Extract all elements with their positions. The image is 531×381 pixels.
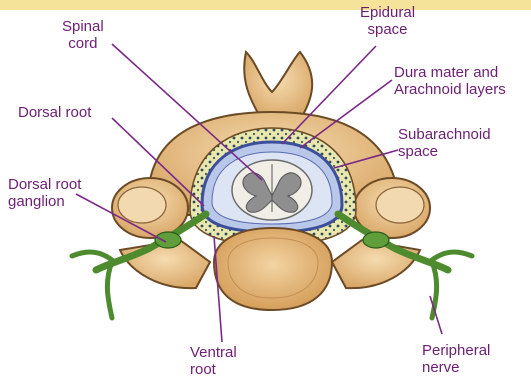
label-dorsal-root: Dorsal root [18, 104, 91, 121]
label-subarachnoid-space: Subarachnoid space [398, 126, 491, 160]
spinous-process [244, 52, 312, 120]
right-dorsal-root-ganglion [363, 232, 389, 248]
label-dura-arachnoid: Dura mater and Arachnoid layers [394, 64, 506, 98]
label-ventral-root: Ventral root [190, 344, 237, 378]
label-peripheral-nerve: Peripheral nerve [422, 342, 490, 376]
label-dorsal-root-ganglion: Dorsal root ganglion [8, 176, 81, 210]
label-spinal-cord: Spinal cord [62, 18, 104, 52]
label-epidural-space: Epidural space [360, 4, 415, 38]
left-dorsal-root-ganglion [155, 232, 181, 248]
